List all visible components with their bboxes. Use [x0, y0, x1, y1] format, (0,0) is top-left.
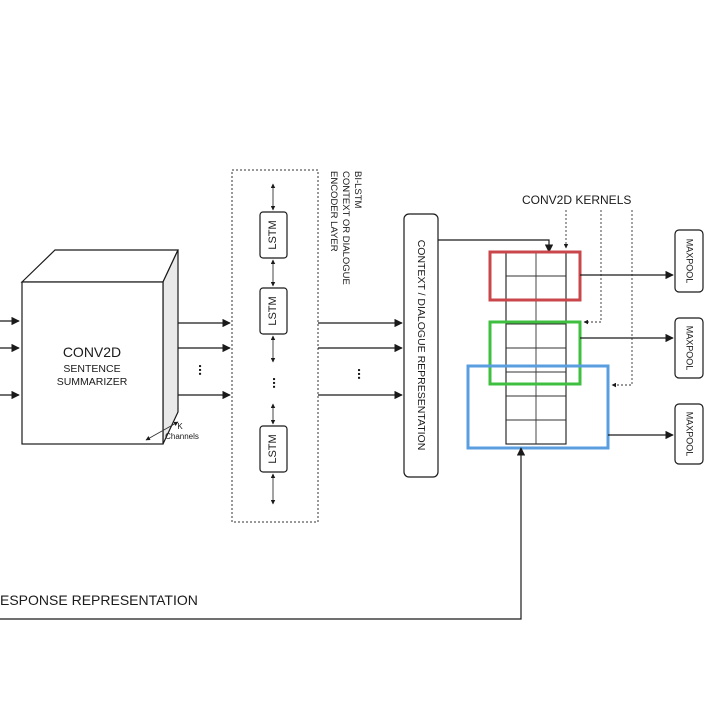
response-representation-label: ESPONSE REPRESENTATION — [0, 592, 198, 608]
encoder-container — [231, 169, 319, 523]
encoder-output-arrows: ... — [318, 318, 403, 400]
maxpool-3: MAXPOOL — [674, 403, 704, 465]
lstm-cell-3: LSTM — [259, 403, 288, 505]
lstm-label-3: LSTM — [267, 434, 279, 463]
encoder-label-3: ENCODER LAYER — [328, 171, 339, 252]
maxpool-label-3: MAXPOOL — [685, 412, 695, 457]
ellipsis-left: ... — [196, 364, 212, 376]
k-channels-annotation: K Channels — [145, 421, 199, 441]
lstm-cell-2: LSTM — [259, 287, 288, 363]
kernel-red — [488, 250, 582, 302]
representation-matrix — [505, 251, 567, 445]
summarizer-subtitle-2: SUMMARIZER — [57, 376, 128, 388]
encoder-layer-label: BI-LSTM CONTEXT OR DIALOGUE ENCODER LAYE… — [328, 171, 363, 285]
kernel-green — [488, 320, 582, 386]
kernel-output-arrows — [580, 270, 674, 440]
context-to-matrix-arrow — [438, 239, 554, 253]
maxpool-label-2: MAXPOOL — [685, 326, 695, 371]
maxpool-1: MAXPOOL — [674, 229, 704, 293]
encoder-label-1: BI-LSTM — [352, 171, 363, 209]
summarizer-title: CONV2D — [63, 344, 121, 360]
encoder-label-2: CONTEXT OR DIALOGUE — [340, 171, 351, 285]
conv2d-kernels-label: CONV2D KERNELS — [522, 193, 631, 207]
channels-k-label: K — [177, 422, 183, 431]
kernel-leaders — [563, 210, 633, 388]
channels-label: Channels — [165, 432, 199, 441]
context-representation-label: CONTEXT / DIALOGUE REPRESENTATION — [415, 240, 427, 451]
summarizer-subtitle-1: SENTENCE — [63, 363, 120, 375]
kernel-blue — [466, 364, 610, 450]
lstm-cell-1: LSTM — [259, 183, 288, 287]
context-representation-box: CONTEXT / DIALOGUE REPRESENTATION — [403, 213, 439, 478]
response-to-matrix-arrow — [0, 447, 526, 620]
summarizer-output-arrows: ... — [178, 318, 231, 400]
maxpool-label-1: MAXPOOL — [685, 239, 695, 284]
conv2d-sentence-summarizer: CONV2D SENTENCE SUMMARIZER — [20, 249, 179, 445]
ellipsis-encoder: ... — [270, 377, 286, 389]
lstm-label-2: LSTM — [267, 296, 279, 325]
lstm-label-1: LSTM — [267, 220, 279, 249]
ellipsis-middle: ... — [355, 368, 371, 380]
input-arrows — [0, 316, 20, 400]
maxpool-2: MAXPOOL — [674, 317, 704, 379]
